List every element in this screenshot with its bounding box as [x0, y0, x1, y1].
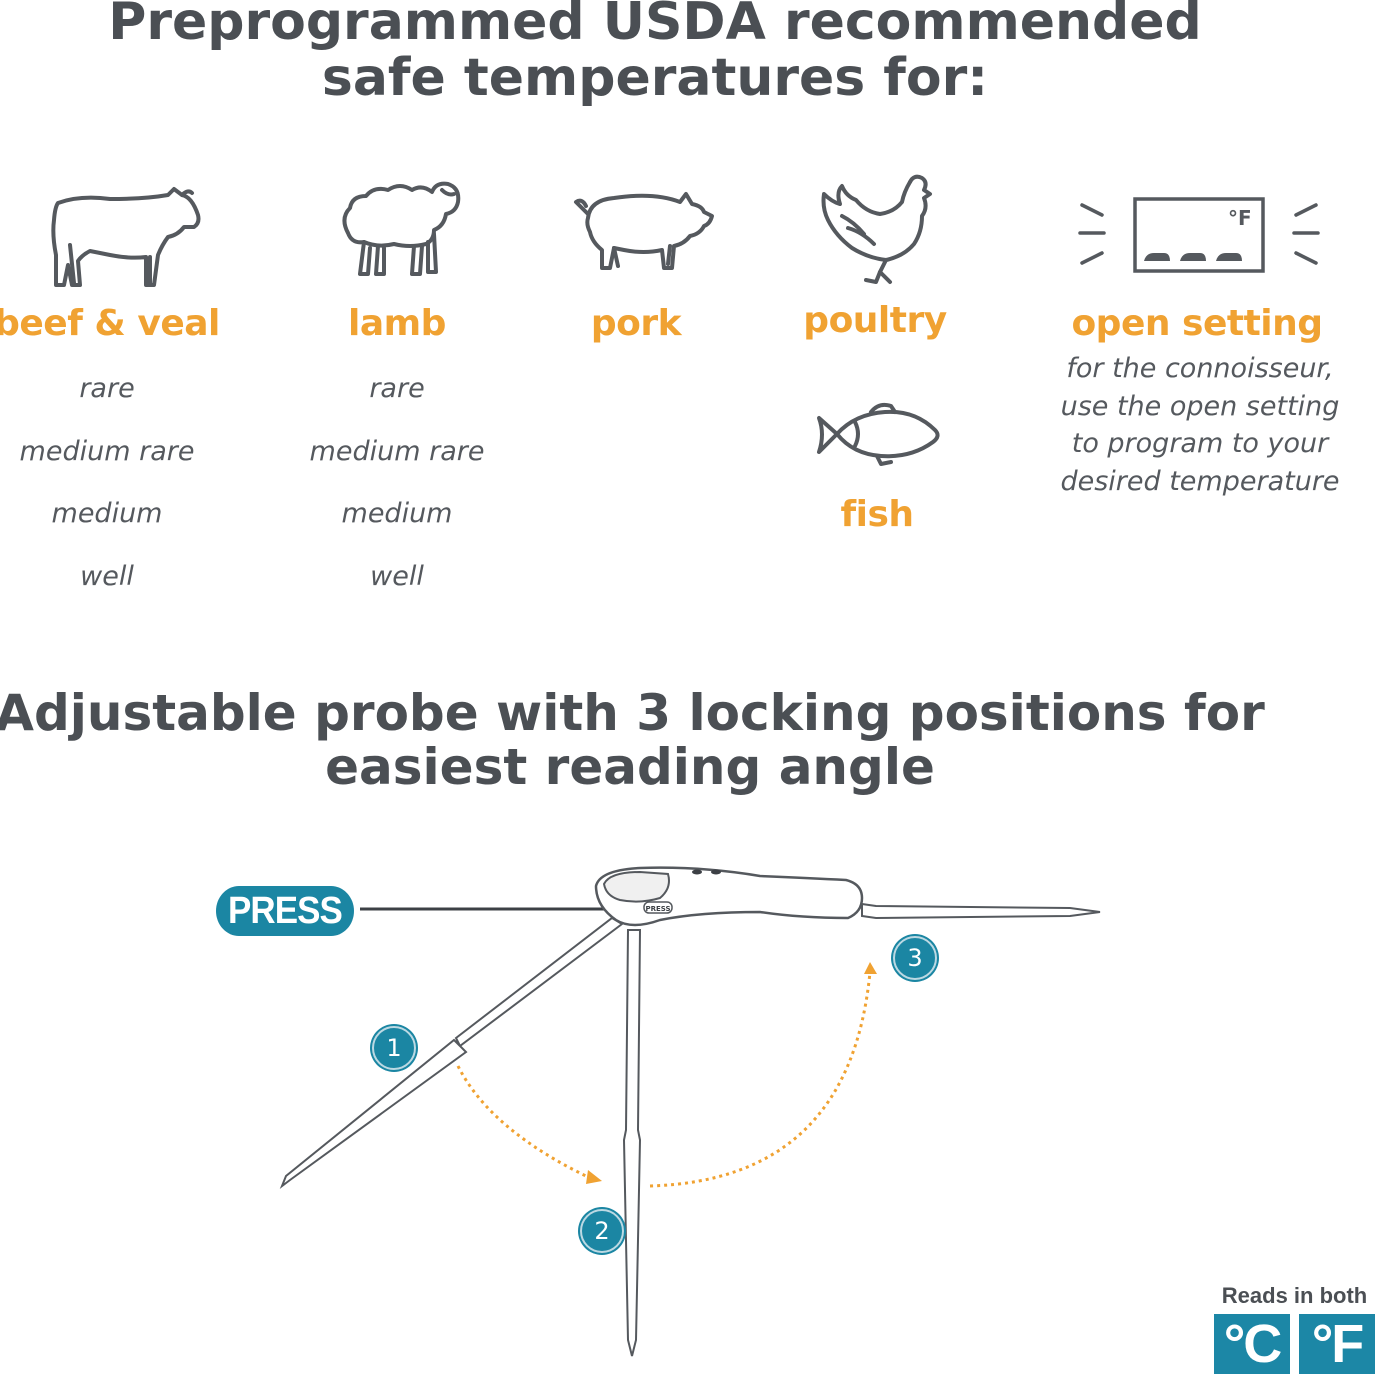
position-3-marker: 3	[893, 936, 937, 980]
lamb-level-medium: medium	[341, 498, 453, 529]
cow-icon	[50, 185, 205, 294]
lamb-level-well: well	[370, 561, 424, 592]
open-desc-line2: use the open setting	[1060, 390, 1340, 422]
handle-display-window	[602, 870, 670, 903]
handle-press-button	[643, 901, 673, 914]
category-pork: pork	[590, 303, 682, 344]
beef-level-well: well	[80, 561, 134, 592]
handle-button-2	[711, 869, 721, 875]
probe-position-2	[622, 929, 642, 1357]
rotation-arrowhead-2-to-3	[864, 962, 877, 974]
category-beef-veal: beef & veal	[0, 303, 220, 344]
fish-icon	[815, 402, 945, 471]
units-badge-label: Reads in both	[1221, 1283, 1368, 1308]
probe-position-3	[861, 902, 1101, 920]
bottom-heading-line2: easiest reading angle	[325, 738, 935, 796]
units-badge: Reads in both °C °F	[1212, 1283, 1377, 1374]
beef-level-rare: rare	[79, 373, 135, 404]
rotation-arrowhead-1-to-2	[586, 1170, 602, 1184]
sheep-icon	[338, 178, 463, 282]
handle-press-text: PRESS	[645, 905, 670, 913]
category-fish: fish	[840, 494, 914, 535]
position-2-marker: 2	[580, 1209, 624, 1253]
pig-icon	[574, 188, 714, 277]
rotation-arrow-2-to-3	[649, 971, 872, 1188]
top-heading-line2: safe temperatures for:	[321, 48, 989, 109]
bottom-heading: Adjustable probe with 3 locking position…	[0, 686, 1300, 794]
fahrenheit-box: °F	[1299, 1314, 1375, 1374]
probe-position-1	[279, 916, 624, 1189]
lamb-level-rare: rare	[369, 373, 425, 404]
top-heading: Preprogrammed USDA recommended safe temp…	[0, 0, 1310, 106]
beef-level-medium-rare: medium rare	[19, 436, 195, 467]
display-unit-text: °F	[1228, 206, 1252, 230]
open-desc-line3: to program to your	[1071, 428, 1329, 459]
handle-button-1	[692, 869, 702, 875]
beef-level-medium: medium	[51, 498, 163, 529]
position-1-marker: 1	[372, 1026, 416, 1070]
celsius-box: °C	[1214, 1314, 1290, 1374]
open-desc-line4: desired temperature	[1060, 465, 1340, 497]
category-lamb: lamb	[348, 303, 446, 344]
lamb-level-medium-rare: medium rare	[309, 436, 485, 467]
category-poultry: poultry	[803, 300, 947, 341]
bottom-heading-line1: Adjustable probe with 3 locking position…	[0, 684, 1265, 742]
open-setting-description: for the connoisseur, use the open settin…	[1035, 350, 1365, 500]
rotation-arrow-1-to-2	[456, 1065, 591, 1180]
open-desc-line1: for the connoisseur,	[1066, 353, 1334, 384]
category-open-setting: open setting	[1071, 303, 1323, 344]
thermometer-display-icon: °F	[1078, 195, 1325, 279]
top-heading-line1: Preprogrammed USDA recommended	[108, 0, 1202, 52]
chicken-icon	[818, 172, 933, 291]
press-badge: PRESS	[216, 886, 354, 936]
